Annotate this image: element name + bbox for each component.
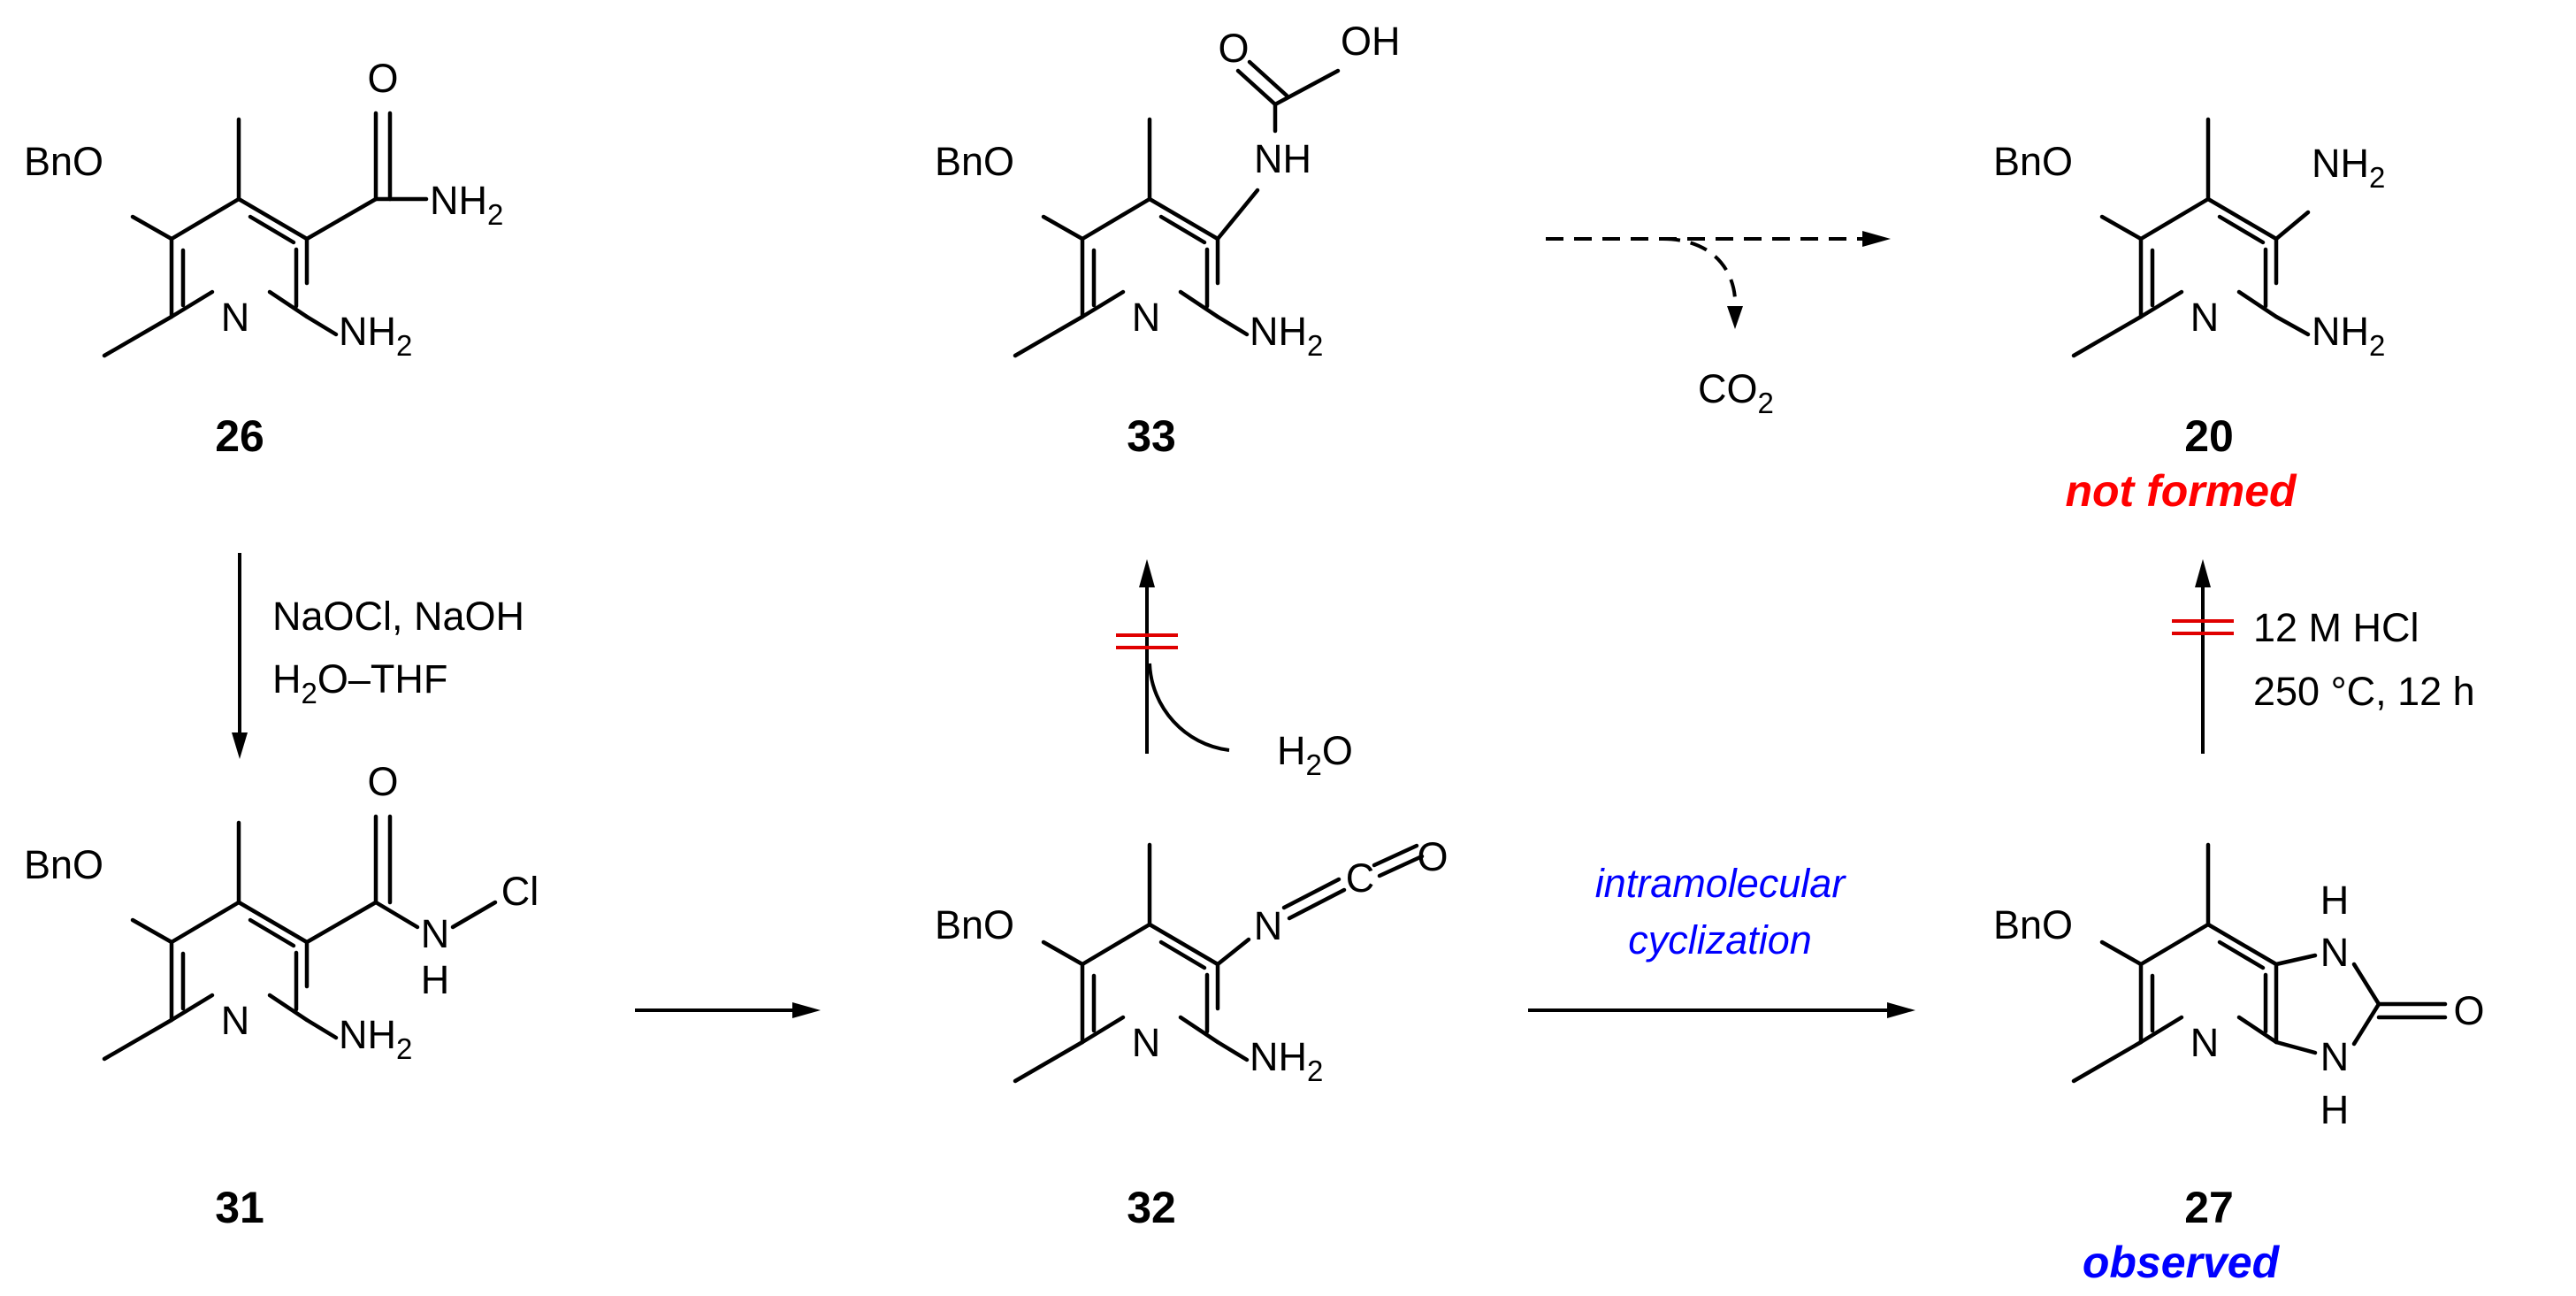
co2-loss-arrow-head (1727, 306, 1743, 329)
compound-27-number: 27 (2184, 1183, 2234, 1232)
compound-31-amino: NH2 (339, 1012, 412, 1065)
arrow-32-to-27-head (1887, 1002, 1915, 1018)
compound-33-bno: BnO (935, 139, 1014, 184)
compound-33-number: 33 (1127, 411, 1176, 461)
compound-33-bonds (1013, 59, 1341, 358)
compound-27-n1: N (2320, 930, 2350, 975)
arrow-27-to-20-blocked (2172, 559, 2234, 754)
compound-27-bno: BnO (1993, 902, 2073, 947)
conditions-26-to-31-line1: NaOCl, NaOH (272, 594, 524, 639)
arrow-31-to-32-head (792, 1002, 821, 1018)
compound-33: BnO N O OH NH NH2 33 (935, 19, 1401, 461)
compound-20-ring-n: N (2190, 295, 2220, 340)
compound-20-bno: BnO (1993, 139, 2073, 184)
compound-26: BnO N O NH2 NH2 26 (24, 56, 503, 461)
compound-26-amino: NH2 (339, 309, 412, 362)
compound-32: BnO N N C O NH2 32 (935, 834, 1449, 1232)
arrow-31-to-32 (635, 1002, 821, 1018)
compound-20-number: 20 (2184, 411, 2234, 461)
compound-32-number: 32 (1127, 1183, 1176, 1232)
compound-33-ring-n: N (1132, 295, 1161, 340)
compound-26-ring-n: N (221, 295, 250, 340)
compound-27-carbonyl-o: O (2453, 988, 2484, 1033)
arrow-32-to-27 (1528, 1002, 1915, 1018)
compound-32-iso-n: N (1254, 903, 1283, 948)
conditions-32-to-27-line2: cyclization (1628, 917, 1812, 962)
compound-27-h3: H (2320, 1087, 2350, 1132)
compound-26-number: 26 (215, 411, 264, 461)
conditions-27-to-20-line1: 12 M HCl (2253, 605, 2419, 650)
water-curved-arrow (1148, 663, 1230, 752)
compound-31-bno: BnO (24, 842, 103, 887)
arrow-26-to-31 (232, 553, 248, 759)
compound-26-carbonyl-o: O (367, 56, 398, 101)
compound-27-ring-n: N (2190, 1020, 2220, 1065)
compound-32-bno: BnO (935, 902, 1014, 947)
compound-31: BnO N O N H Cl NH2 31 (24, 759, 539, 1232)
compound-26-bonds (102, 111, 429, 358)
reagent-water: H2O (1277, 728, 1353, 781)
compound-33-carbonyl-o: O (1218, 26, 1249, 71)
compound-27-status: observed (2083, 1238, 2281, 1287)
compound-32-bonds (1013, 842, 1425, 1084)
compound-27-n3: N (2320, 1034, 2350, 1079)
arrow-32-to-33-head (1139, 559, 1155, 587)
co2-loss-curved-arrow (1662, 237, 1738, 311)
compound-32-iso-o: O (1417, 834, 1448, 879)
conditions-27-to-20-line2: 250 °C, 12 h (2253, 669, 2475, 714)
arrow-32-to-33-blocked (1116, 559, 1230, 754)
conditions-26-to-31-line2: H2O–THF (272, 656, 447, 709)
compound-20-bonds (2071, 117, 2311, 358)
compound-20-amino-2: NH2 (2312, 309, 2385, 362)
compound-20-amino-3: NH2 (2312, 141, 2385, 194)
compound-32-ring-n: N (1132, 1020, 1161, 1065)
compound-32-amino: NH2 (1250, 1034, 1323, 1087)
arrow-26-to-31-head (232, 732, 248, 759)
byproduct-co2: CO2 (1698, 366, 1774, 419)
compound-31-ring-n: N (221, 998, 250, 1043)
compound-20-status: not formed (2065, 466, 2297, 516)
compound-26-amide-n: NH2 (430, 178, 503, 231)
compound-31-number: 31 (215, 1183, 264, 1232)
compound-31-n-h: H (421, 957, 450, 1002)
arrow-33-to-20-hypothetical (1546, 231, 1891, 329)
compound-31-n: N (421, 911, 450, 956)
compound-32-iso-c: C (1346, 855, 1375, 901)
compound-33-amino: NH2 (1250, 309, 1323, 362)
compound-31-cl: Cl (501, 869, 539, 914)
compound-26-bno: BnO (24, 139, 103, 184)
compound-20: BnO N NH2 NH2 20 not formed (1993, 117, 2385, 516)
arrow-33-to-20-head (1862, 231, 1891, 247)
conditions-32-to-27-line1: intramolecular (1595, 861, 1847, 906)
compound-27-bonds (2071, 842, 2448, 1084)
compound-33-carbamate-nh: NH (1254, 136, 1311, 181)
compound-27-h1: H (2320, 878, 2350, 923)
compound-31-carbonyl-o: O (367, 759, 398, 804)
compound-31-bonds (102, 814, 498, 1062)
compound-33-hydroxyl: OH (1341, 19, 1401, 64)
arrow-27-to-20-head (2195, 559, 2211, 587)
compound-27: BnO N N H N H O 27 observed (1993, 842, 2485, 1287)
